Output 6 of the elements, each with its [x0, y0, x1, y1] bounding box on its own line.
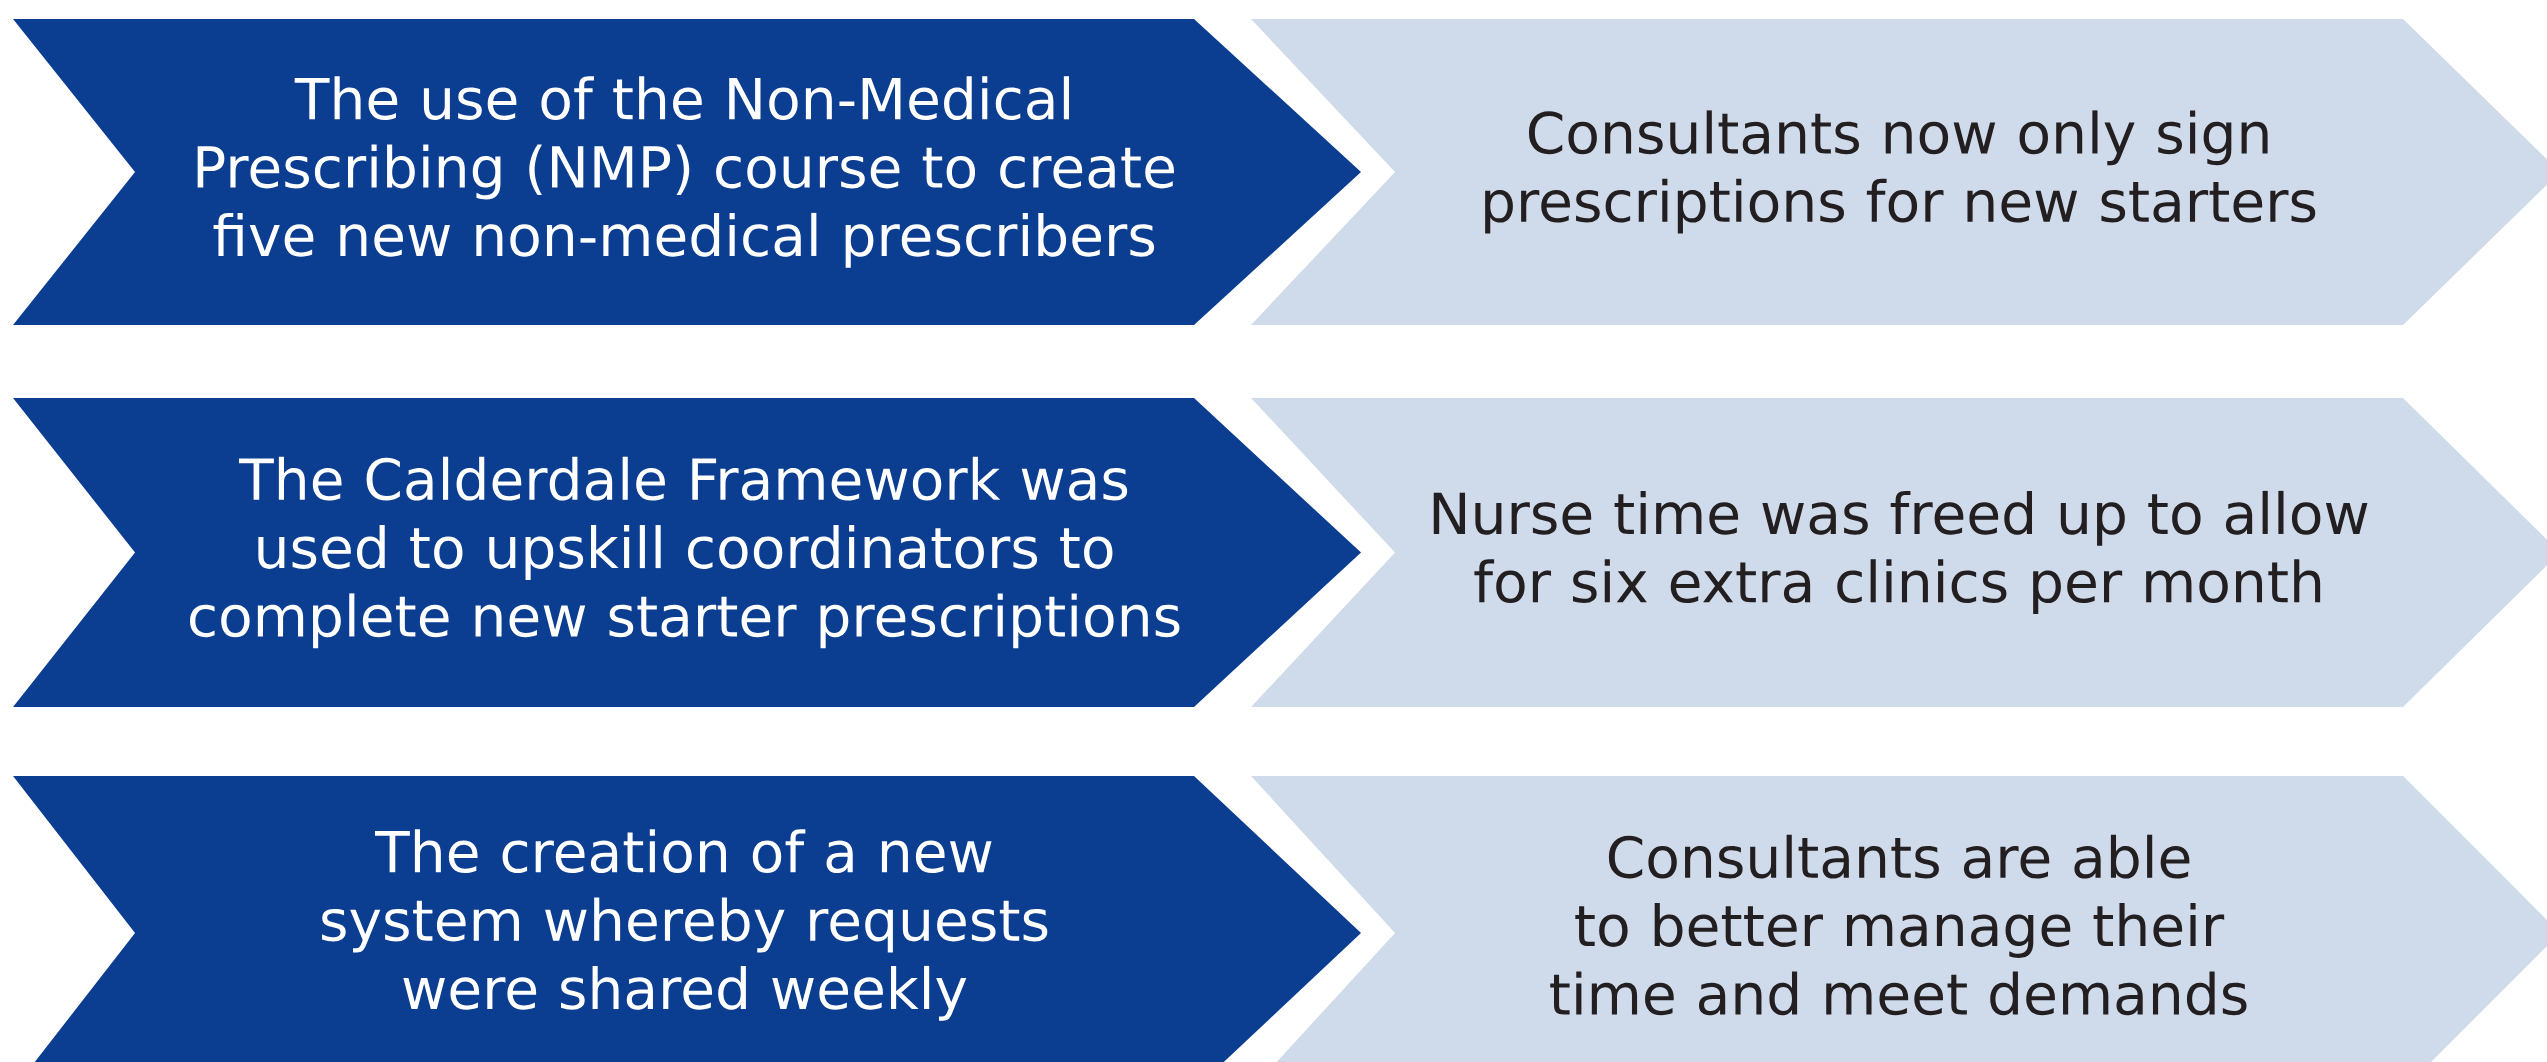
- step-banner: The creation of a new system whereby requests were shared weekly: [13, 776, 1362, 1062]
- step-banner: Nurse time was freed up to allow for six extra clinics per month: [1251, 398, 2547, 707]
- step-banner: The use of the Non-Medical Prescribing (NMP) course to create five new non-medical prescribers: [13, 19, 1362, 325]
- step-banner: Consultants are able to better manage their time and meet demands: [1251, 776, 2547, 1062]
- step-banner: Consultants now only sign prescriptions for new starters: [1251, 19, 2547, 325]
- step-banner: The Calderdale Framework was used to upskill coordinators to complete new starter prescriptions: [13, 398, 1362, 707]
